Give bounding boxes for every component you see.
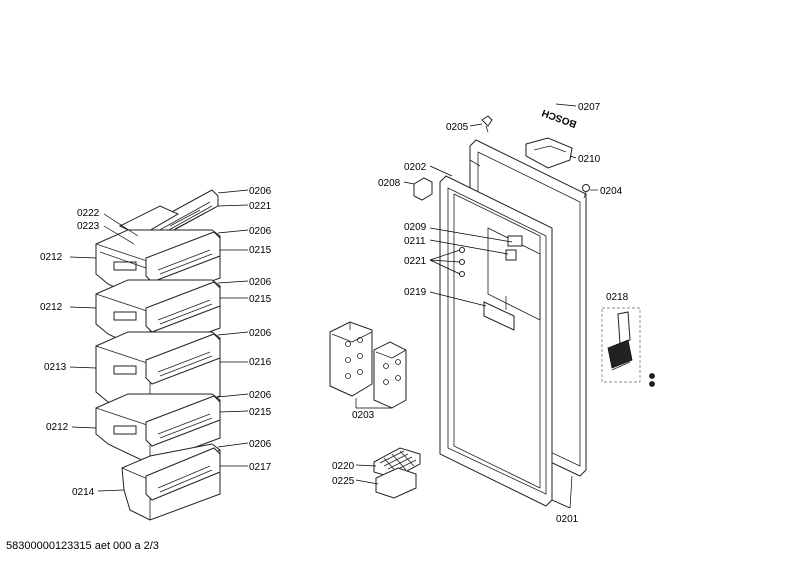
top-flap [118, 189, 219, 248]
label-0210: 0210 [578, 154, 601, 165]
label-0212-c: 0212 [46, 422, 69, 433]
label-0222: 0222 [77, 208, 100, 219]
label-0225: 0225 [332, 476, 355, 487]
drawer-4 [95, 393, 221, 465]
label-0206-d: 0206 [249, 328, 272, 339]
label-0221-a: 0221 [249, 201, 272, 212]
label-0216: 0216 [249, 357, 272, 368]
document-code: 58300000123315 aet 000 a 2/3 [6, 540, 159, 552]
drawer-5 [121, 443, 221, 521]
label-0201: 0201 [556, 514, 579, 525]
label-0206-a: 0206 [249, 186, 272, 197]
door-assembly [439, 139, 587, 507]
label-0214: 0214 [72, 487, 95, 498]
label-0209: 0209 [404, 222, 427, 233]
label-0211: 0211 [404, 236, 426, 247]
brand-logo-bosch: BOSCH [541, 107, 579, 130]
label-0204: 0204 [600, 186, 623, 197]
label-0207: 0207 [578, 102, 601, 113]
hinge-kit [601, 307, 655, 387]
label-0215-a: 0215 [249, 245, 272, 256]
ice-cube-tray [355, 447, 421, 499]
freezer-drawer-stack: 0206 0221 0222 0223 0206 0215 0212 0206 … [40, 186, 272, 521]
label-0206-b: 0206 [249, 226, 272, 237]
label-0206-c: 0206 [249, 277, 272, 288]
label-0206-f: 0206 [249, 439, 272, 450]
label-0223: 0223 [77, 221, 100, 232]
label-0212-b: 0212 [40, 302, 63, 313]
label-0206-e: 0206 [249, 390, 272, 401]
label-0212-a: 0212 [40, 252, 63, 263]
label-0219: 0219 [404, 287, 427, 298]
label-0202: 0202 [404, 162, 427, 173]
label-0215-b: 0215 [249, 294, 272, 305]
label-0217: 0217 [249, 462, 272, 473]
label-0208: 0208 [378, 178, 401, 189]
door-leader-lines [403, 103, 598, 509]
drawer-leader-lines [69, 189, 249, 492]
label-0203: 0203 [352, 410, 375, 421]
label-0221-b: 0221 [404, 256, 427, 267]
label-0213: 0213 [44, 362, 67, 373]
label-0220: 0220 [332, 461, 355, 472]
cold-packs [329, 321, 407, 409]
label-0205: 0205 [446, 122, 469, 133]
label-0218: 0218 [606, 292, 629, 303]
label-0215-c: 0215 [249, 407, 272, 418]
